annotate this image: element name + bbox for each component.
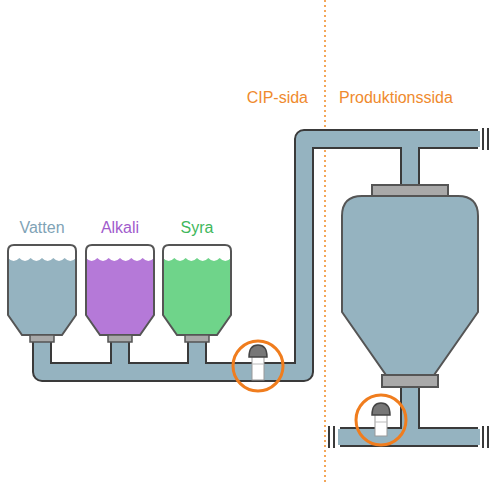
tank-label: Syra — [161, 218, 233, 238]
tank-node: Syra — [161, 218, 233, 344]
vessel-flange — [372, 185, 448, 196]
vessel-collar — [382, 375, 438, 387]
pipe-end-mark — [329, 128, 488, 448]
side-label: CIP-sida — [247, 88, 308, 108]
tank-node: Alkali — [84, 218, 156, 344]
tank-node: Vatten — [6, 218, 78, 344]
sensor-symbol — [249, 345, 267, 380]
side-label: Produktionssida — [339, 88, 453, 108]
tank-label: Alkali — [84, 218, 156, 238]
highlight-circle — [233, 341, 283, 391]
tank-symbol — [84, 218, 156, 344]
tank-label: Vatten — [6, 218, 78, 238]
tank-symbol — [6, 218, 78, 344]
highlight-circle — [356, 395, 406, 445]
sensor-symbol — [372, 403, 390, 436]
divider-line — [324, 0, 326, 484]
process-vessel — [342, 196, 478, 375]
tank-symbol — [161, 218, 233, 344]
pipe — [42, 137, 480, 437]
